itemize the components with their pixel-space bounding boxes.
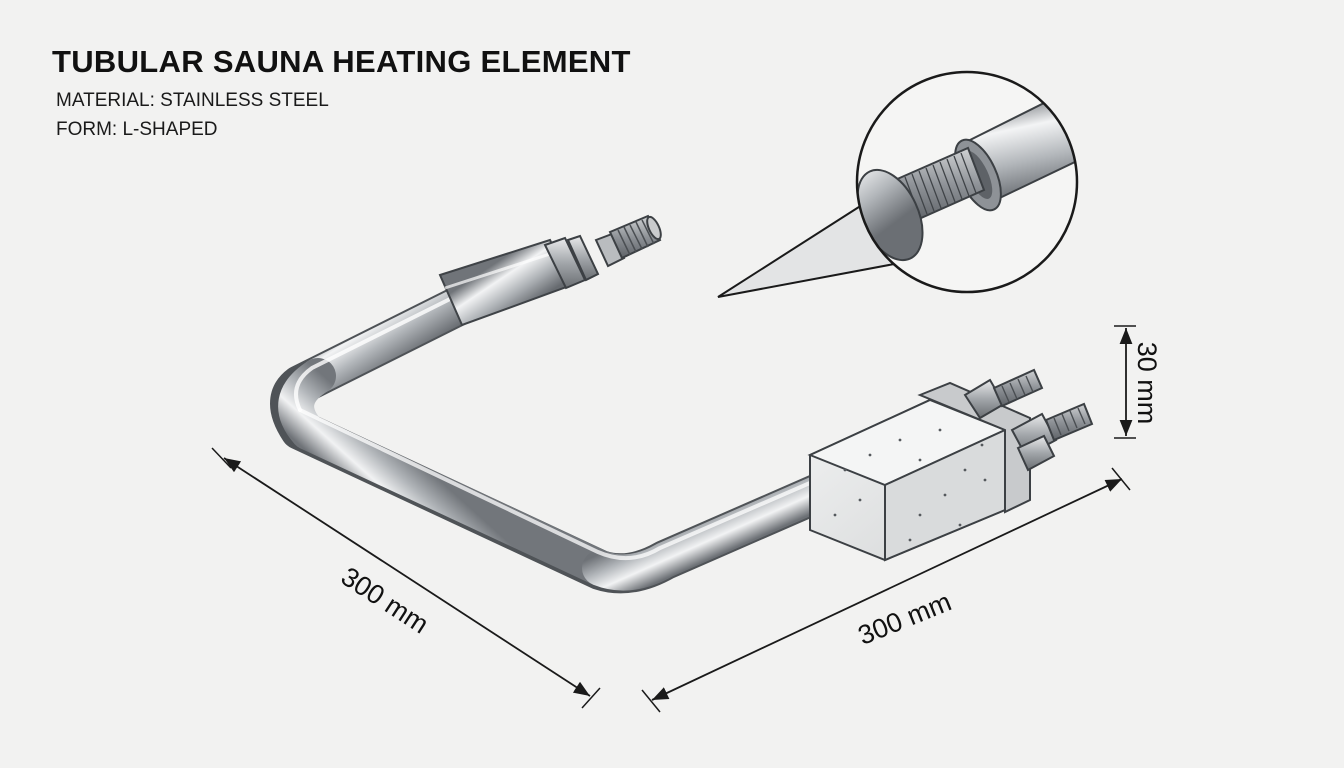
left-terminal bbox=[438, 214, 662, 327]
dimension-height-label: 30 mm bbox=[1132, 342, 1162, 425]
tube bbox=[270, 280, 850, 594]
dimension-right-label: 300 mm bbox=[854, 586, 956, 650]
rear-stud bbox=[963, 368, 1044, 420]
front-stud bbox=[1010, 402, 1094, 472]
dimension-left-label: 300 mm bbox=[336, 561, 434, 639]
material-spec: MATERIAL: STAINLESS STEEL bbox=[56, 90, 329, 111]
form-spec: FORM: L-SHAPED bbox=[56, 119, 218, 140]
dimension-height: 30 mm bbox=[1114, 325, 1162, 439]
terminal-block bbox=[807, 368, 1094, 562]
zoom-callout bbox=[717, 70, 1079, 298]
diagram-title: TUBULAR SAUNA HEATING ELEMENT bbox=[52, 44, 631, 79]
